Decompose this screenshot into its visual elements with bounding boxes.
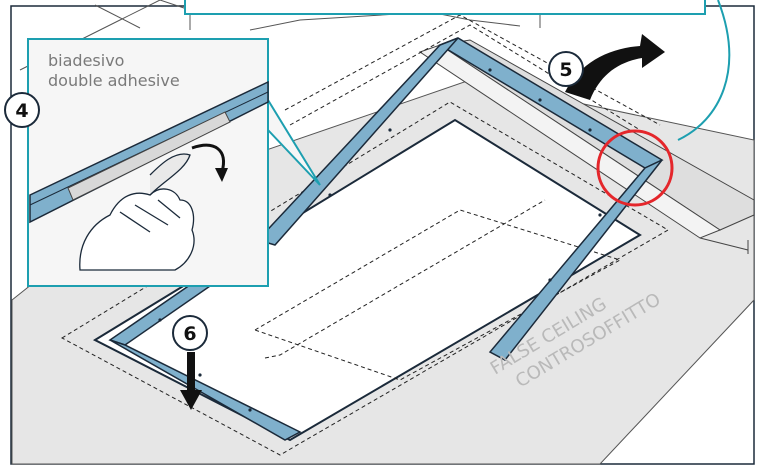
profile-right: [488, 159, 663, 361]
step-5-label: 5: [559, 59, 572, 81]
profile-dots: [158, 68, 602, 412]
callout-line2: double adhesive: [48, 71, 180, 90]
step-4-badge: 4: [4, 92, 40, 128]
curved-arrow-icon: [565, 34, 665, 100]
step-4-label: 4: [15, 100, 28, 122]
adhesive-callout: biadesivo double adhesive: [27, 38, 321, 287]
down-arrow-icon: [180, 352, 202, 410]
profile-left-top: [256, 37, 459, 246]
top-callout-box: [184, 0, 706, 15]
callout-line1: biadesivo: [48, 51, 124, 70]
highlight-circle: [596, 129, 674, 207]
adhesive-strip: [67, 111, 231, 201]
step-6-label: 6: [183, 323, 196, 345]
hand-icon: [79, 153, 195, 271]
profile-bottom: [109, 339, 302, 441]
blue-profile-frame: [108, 37, 664, 441]
ceiling-opening: [92, 118, 642, 442]
curved-arrow-icon: [191, 143, 225, 173]
step-5-group: 5: [548, 34, 665, 100]
callout-link-curve: [677, 0, 731, 141]
step-6-group: 6: [172, 315, 208, 410]
